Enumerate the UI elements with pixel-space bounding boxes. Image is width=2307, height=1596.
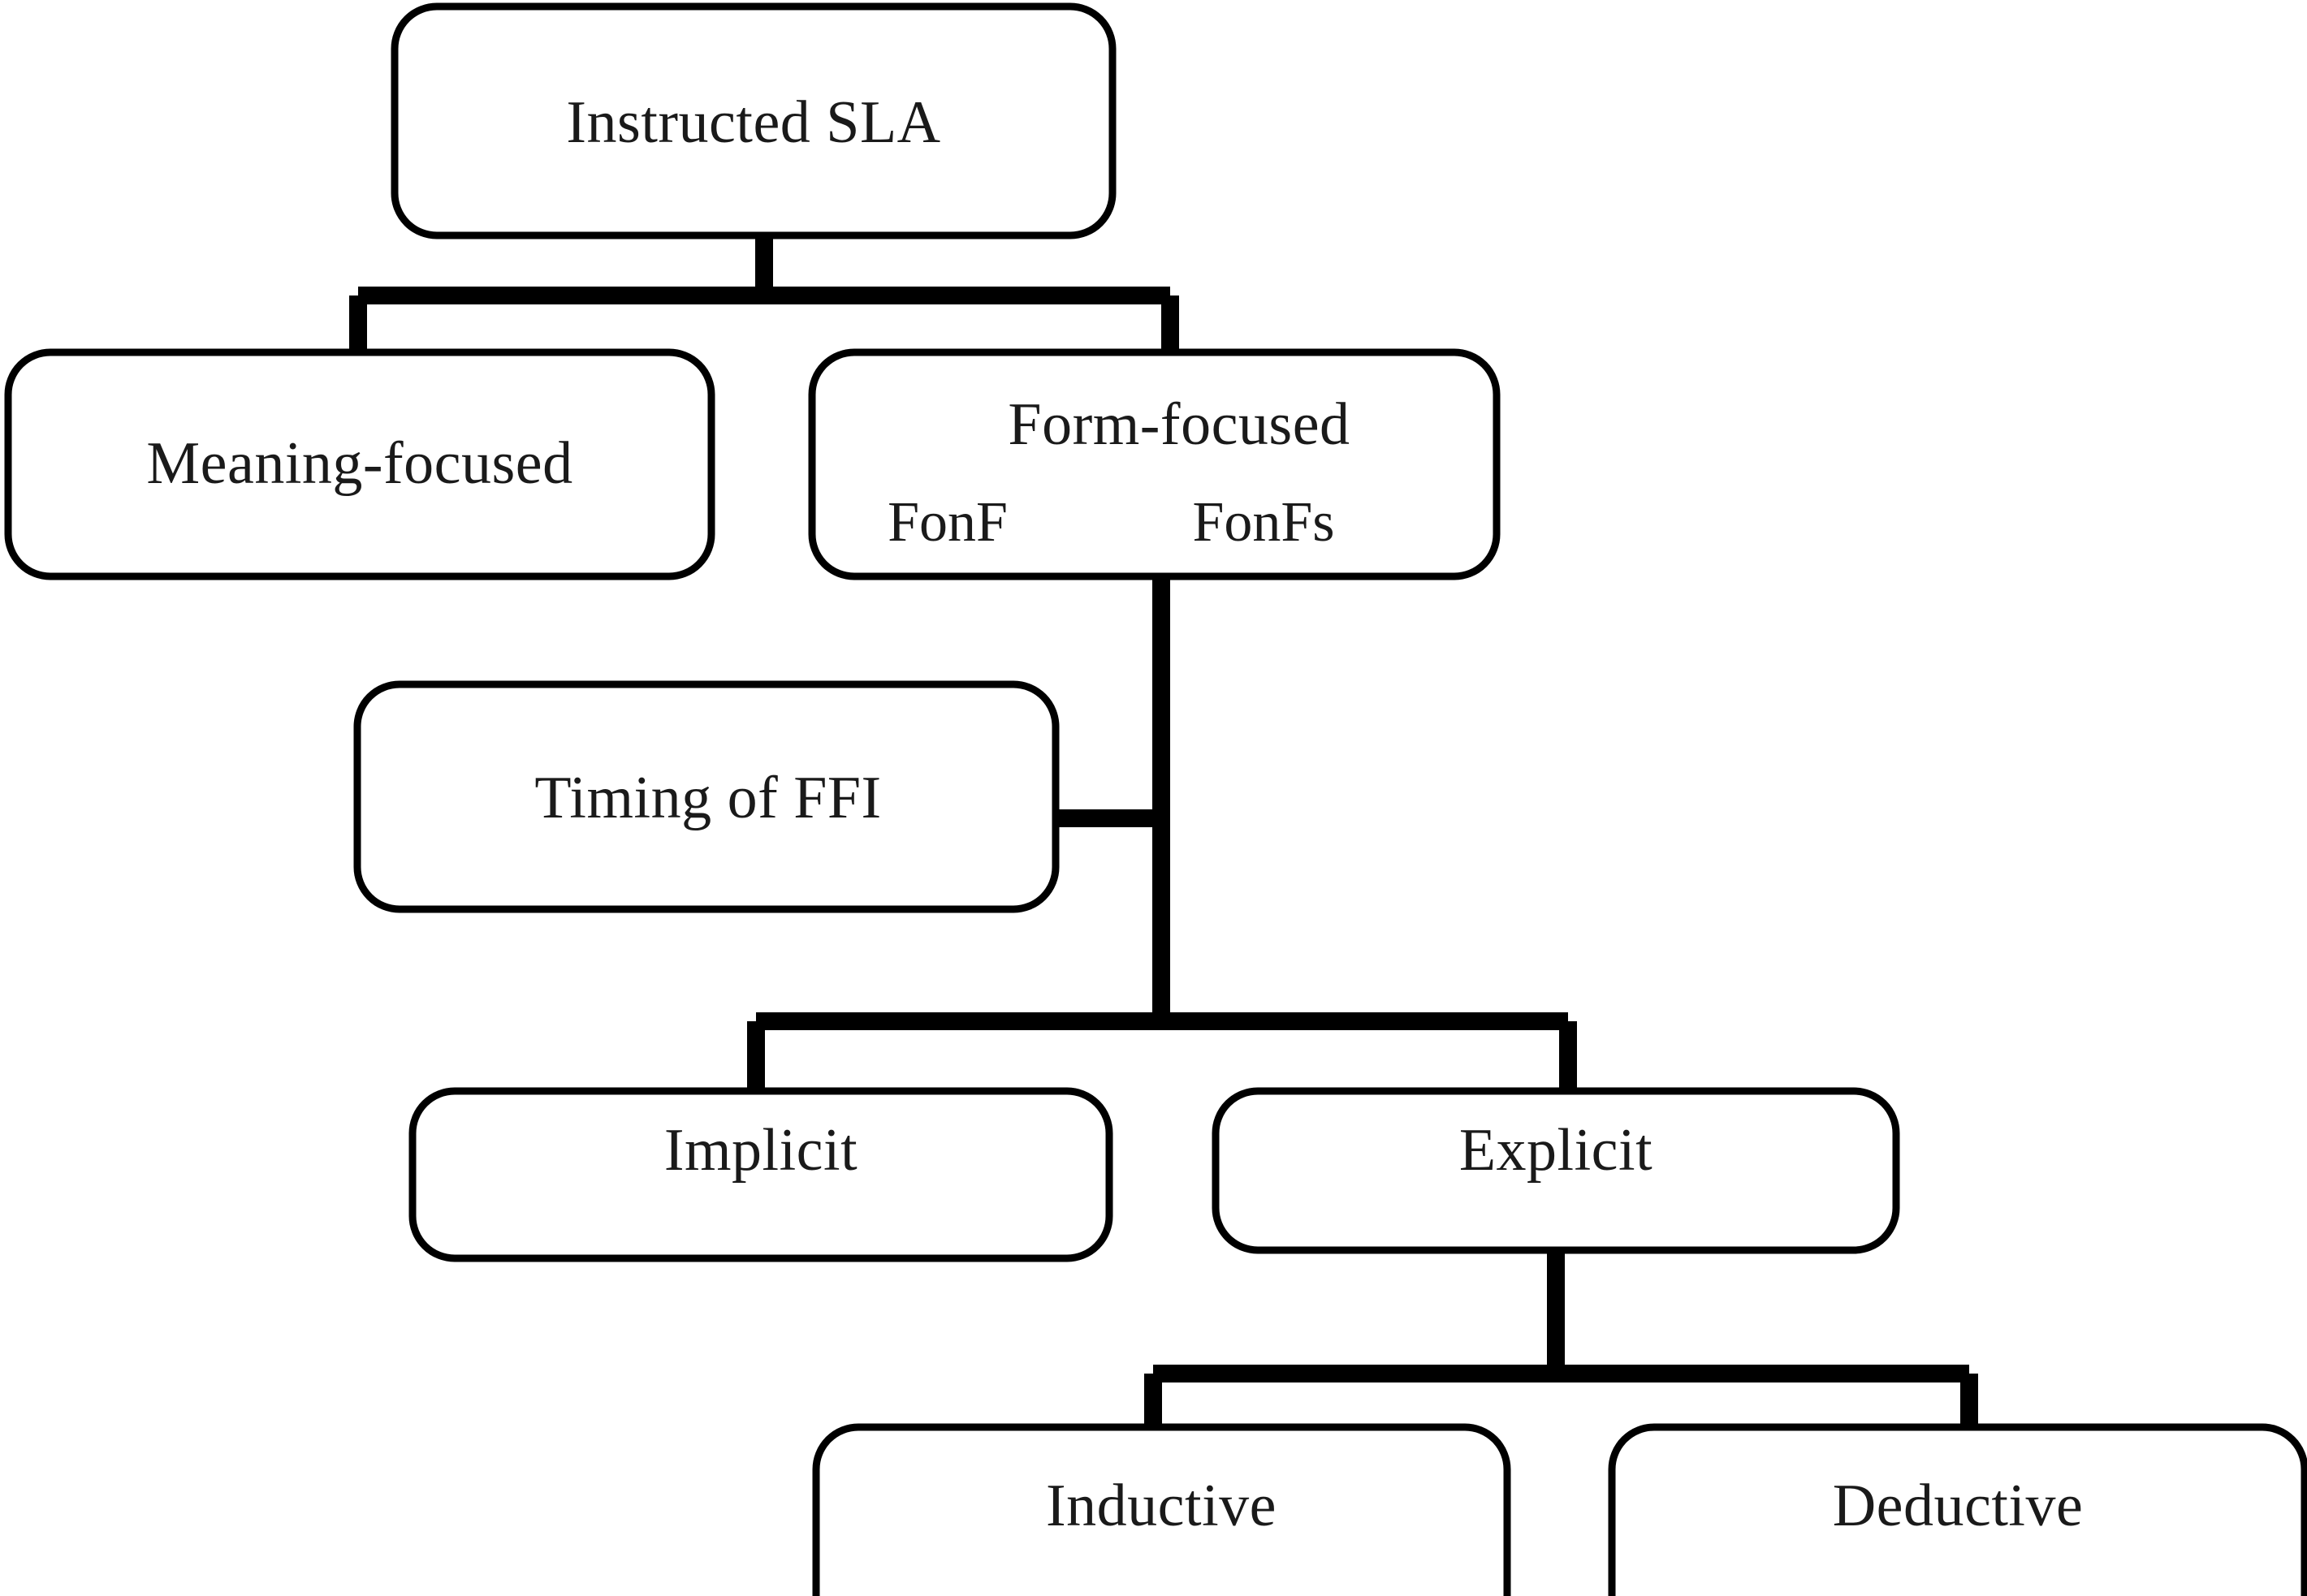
node-instructed-sla-box — [391, 2, 1117, 239]
node-deductive[interactable]: Deductive — [1608, 1423, 2307, 1596]
node-instructed-sla[interactable]: Instructed SLA — [391, 2, 1117, 239]
node-implicit-label: Implicit — [664, 1117, 858, 1184]
node-timing-of-ffi-box — [353, 680, 1060, 913]
node-implicit[interactable]: Implicit — [408, 1087, 1113, 1262]
node-form-focused[interactable]: Form-focused FonF FonFs — [808, 348, 1501, 580]
node-form-focused-box — [808, 348, 1501, 580]
node-explicit-box — [1212, 1087, 1900, 1254]
node-deductive-box — [1608, 1423, 2307, 1596]
node-inductive-label: Inductive — [1046, 1473, 1277, 1539]
node-explicit[interactable]: Explicit — [1212, 1087, 1900, 1254]
node-form-focused-label: Form-focused — [1008, 391, 1350, 458]
connector-layer — [349, 227, 1978, 1430]
node-form-focused-sublabel-fonf: FonF — [888, 491, 1008, 554]
node-deductive-label: Deductive — [1833, 1473, 2084, 1539]
node-meaning-focused-box — [4, 348, 715, 580]
node-instructed-sla-label: Instructed SLA — [566, 89, 940, 156]
node-meaning-focused-label: Meaning-focused — [146, 430, 572, 497]
node-timing-of-ffi[interactable]: Timing of FFI — [353, 680, 1060, 913]
node-implicit-box — [408, 1087, 1113, 1262]
node-form-focused-sublabel-fonfs: FonFs — [1192, 491, 1334, 554]
node-meaning-focused[interactable]: Meaning-focused — [4, 348, 715, 580]
node-inductive[interactable]: Inductive — [812, 1423, 1511, 1596]
node-timing-of-ffi-label: Timing of FFI — [534, 765, 881, 831]
node-inductive-box — [812, 1423, 1511, 1596]
node-explicit-label: Explicit — [1459, 1117, 1652, 1184]
